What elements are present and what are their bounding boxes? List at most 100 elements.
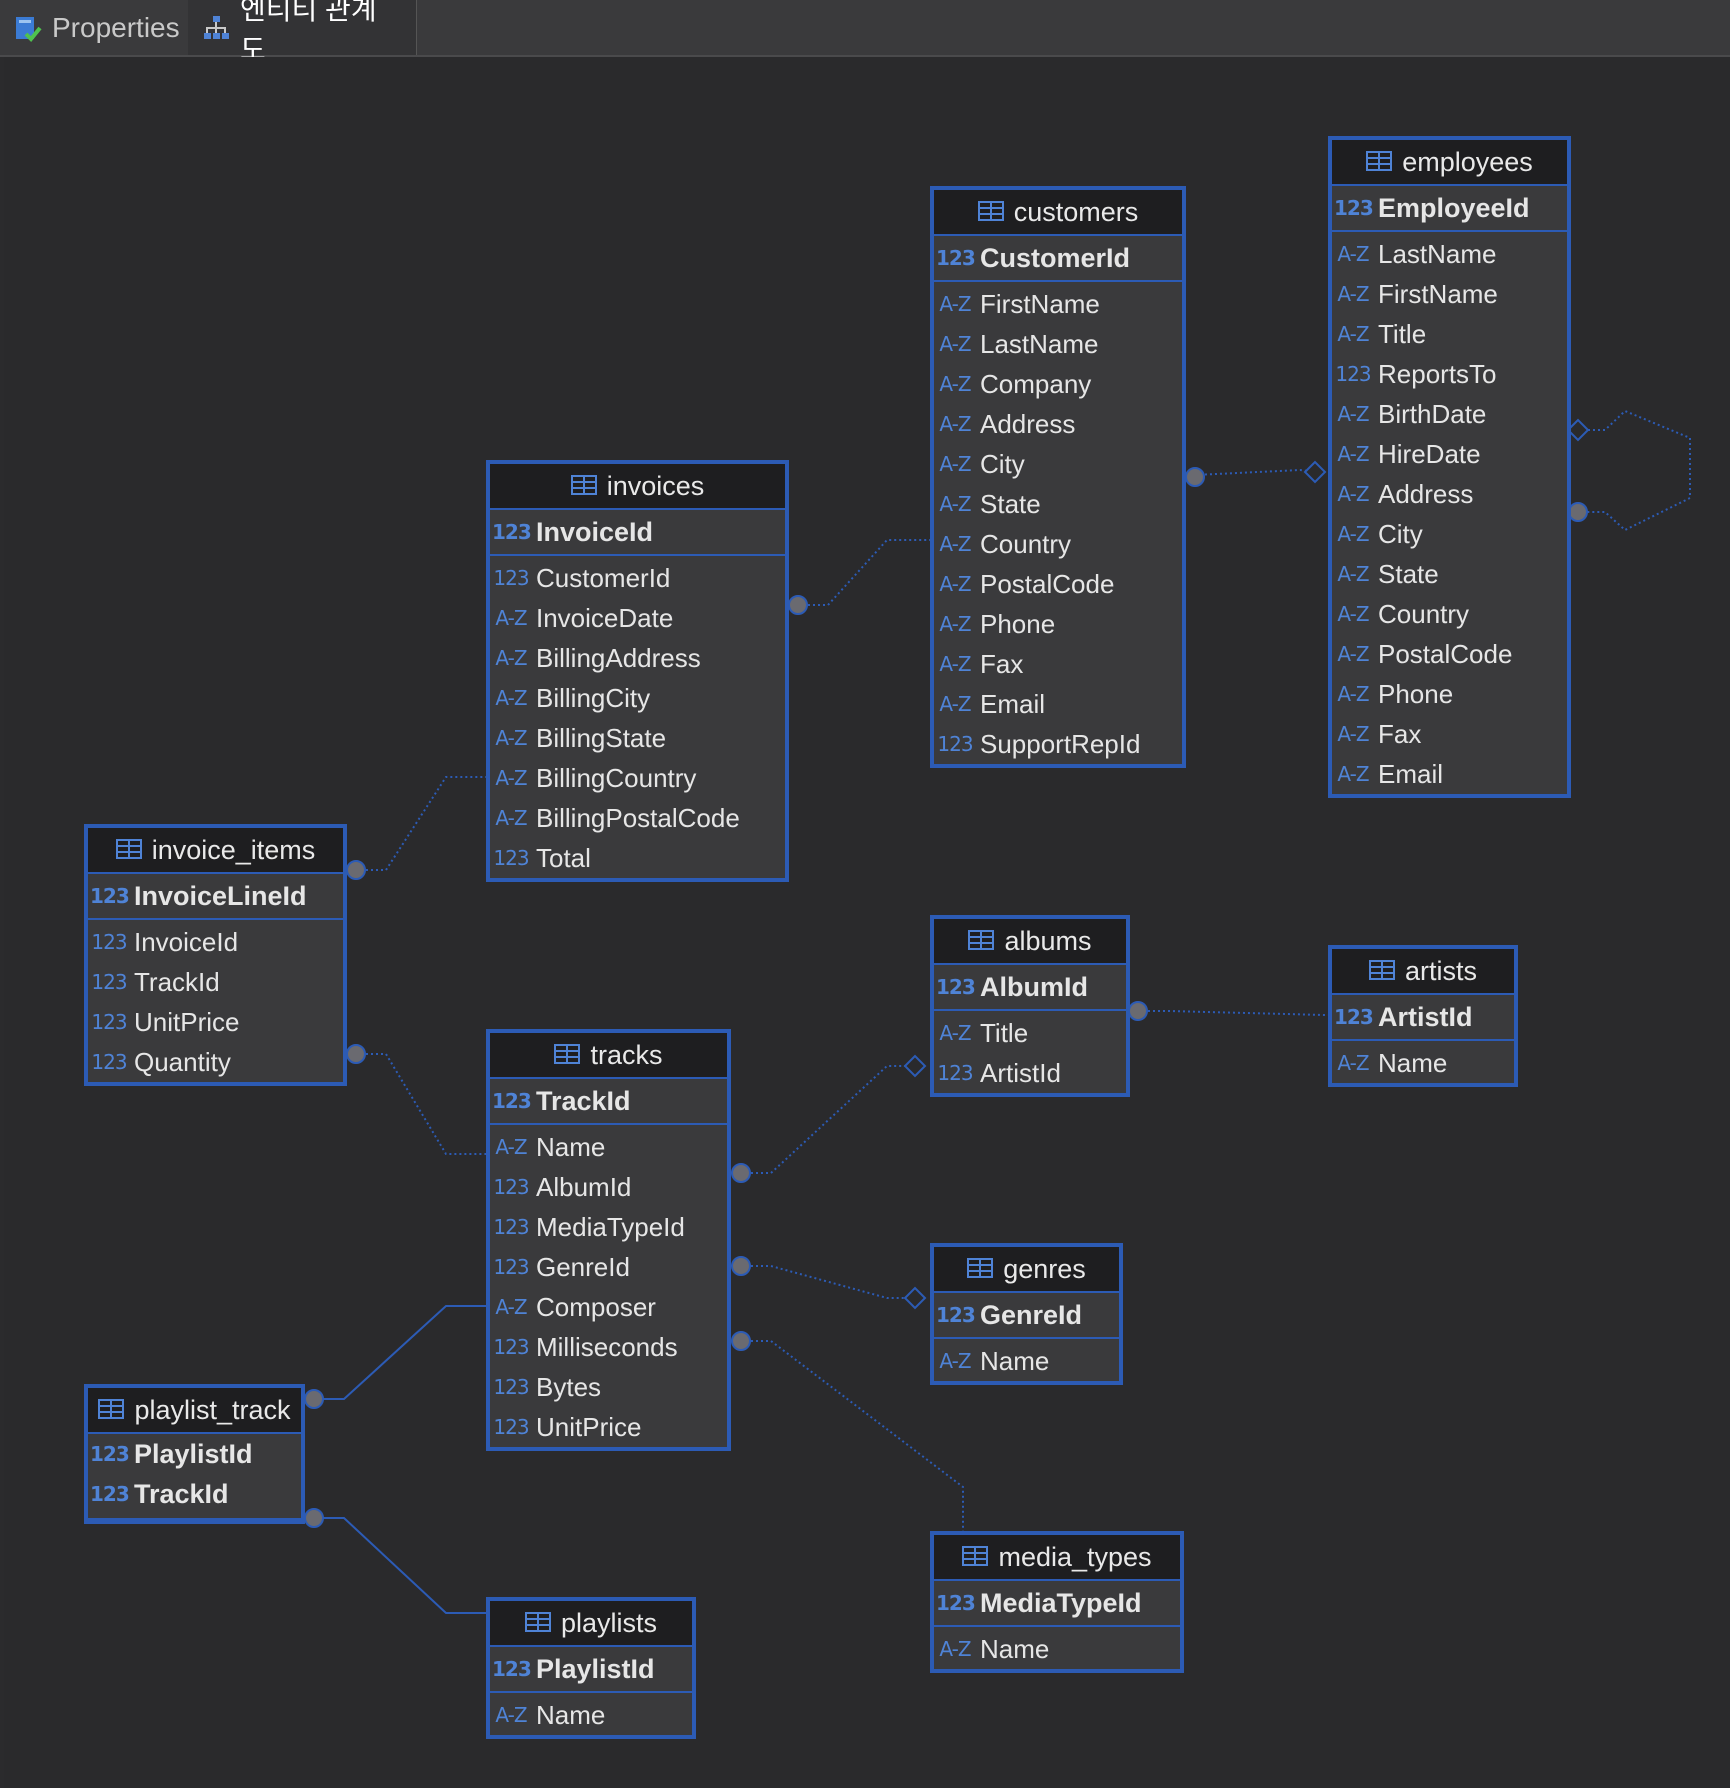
numeric-type-icon: 123 [493,566,529,590]
tab-er-diagram[interactable]: 엔티티 관계도 [188,0,417,65]
text-type-icon: A-Z [1337,322,1369,346]
text-type-icon: A-Z [939,372,971,396]
entity-header[interactable]: playlist_track [88,1388,301,1434]
column-name: Fax [1378,718,1422,749]
column-name: InvoiceId [536,516,654,547]
entity-header[interactable]: employees [1332,140,1567,186]
entity-header[interactable]: artists [1332,949,1514,995]
text-type-icon: A-Z [939,612,971,636]
column-name: InvoiceLineId [134,880,307,911]
column-name: PlaylistId [134,1438,253,1469]
column-name: TrackId [134,966,220,997]
entity-header[interactable]: playlists [490,1601,692,1647]
entity-header[interactable]: invoice_items [88,828,343,874]
entity-header[interactable]: albums [934,919,1126,965]
text-type-icon: A-Z [939,532,971,556]
entity-header[interactable]: customers [934,190,1182,236]
entity-header[interactable]: invoices [490,464,785,510]
entity-header[interactable]: media_types [934,1535,1180,1581]
entity-header[interactable]: genres [934,1247,1119,1293]
properties-icon [14,14,42,42]
tab-properties[interactable]: Properties [0,0,189,55]
entity-header[interactable]: tracks [490,1033,727,1079]
text-type-icon: A-Z [1337,1051,1369,1075]
